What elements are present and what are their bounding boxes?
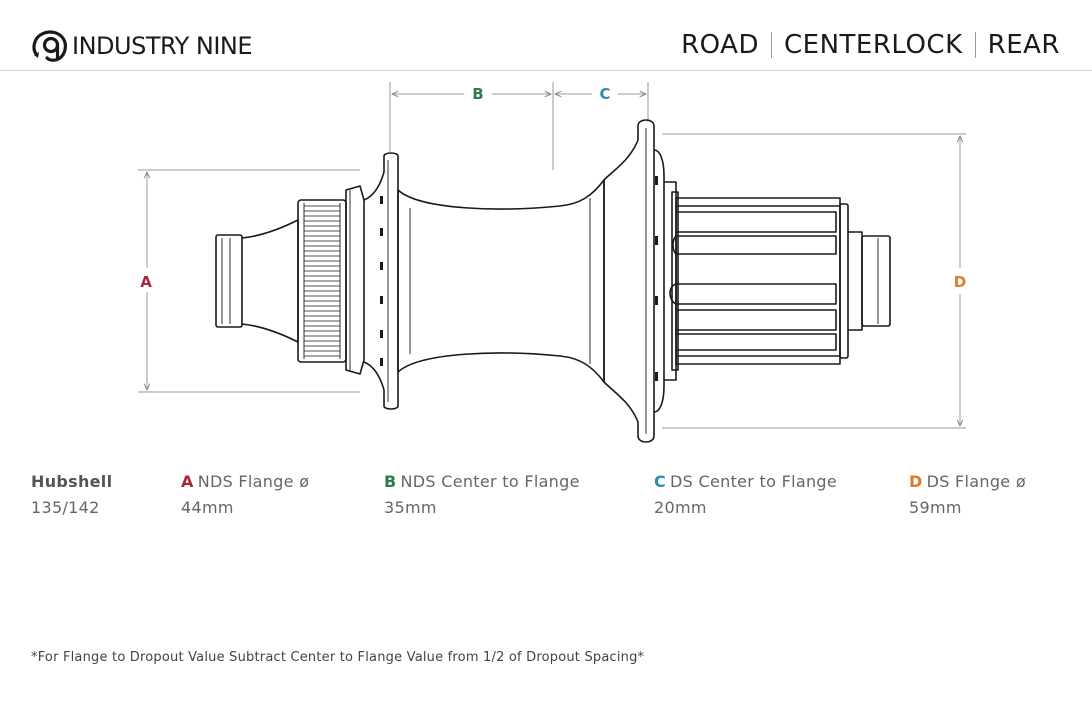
spec-a-label: NDS Flange ø (197, 472, 310, 491)
spec-hubshell: Hubshell 135/142 (31, 472, 112, 517)
spec-a-letter: A (181, 472, 194, 491)
spec-c-letter: C (654, 472, 667, 491)
freehub-spline-3 (669, 283, 837, 305)
breadcrumb-rear[interactable]: REAR (987, 30, 1060, 60)
ds-end-cap (861, 235, 891, 327)
footnote: *For Flange to Dropout Value Subtract Ce… (31, 650, 645, 665)
nds-lockring-seat (345, 185, 365, 375)
freehub-interface (664, 181, 677, 381)
hub-dimension-diagram: A B C D (138, 82, 966, 443)
freehub-ring (671, 191, 679, 371)
dim-label-a: A (140, 273, 152, 291)
ds-bearing (848, 231, 863, 331)
spec-d-letter: D (909, 472, 923, 491)
spec-b-letter: B (384, 472, 397, 491)
freehub-body (675, 197, 841, 365)
dim-label-d: D (954, 273, 966, 291)
spec-hubshell-value: 135/142 (31, 498, 100, 517)
spec-b-label: NDS Center to Flange (400, 472, 580, 491)
industry-nine-logo-icon (32, 30, 67, 62)
ds-flange-edge (653, 149, 665, 413)
ds-flange (603, 119, 655, 443)
spec-c-label: DS Center to Flange (670, 472, 837, 491)
ds-spoke-holes (655, 176, 658, 381)
spec-d-value: 59mm (909, 498, 962, 517)
freehub-spline-4 (676, 309, 837, 331)
breadcrumb: ROAD CENTERLOCK REAR (681, 30, 1060, 60)
hub-drawing (215, 119, 891, 443)
spec-b-value: 35mm (384, 498, 437, 517)
nds-end-cap (215, 234, 243, 328)
spec-a-value: 44mm (181, 498, 234, 517)
page-header: INDUSTRY NINE ROAD CENTERLOCK REAR (0, 0, 1092, 71)
freehub-spline-2 (672, 235, 837, 255)
spec-c-value: 20mm (654, 498, 707, 517)
centerlock-spline-lines (304, 205, 340, 357)
breadcrumb-divider (974, 32, 976, 58)
brand-logo[interactable]: INDUSTRY NINE (30, 28, 253, 64)
freehub-spline-1 (676, 211, 837, 233)
dim-label-c: C (599, 85, 610, 103)
brand-name: INDUSTRY NINE (72, 32, 253, 60)
ds-lockring (839, 203, 849, 359)
breadcrumb-centerlock[interactable]: CENTERLOCK (784, 30, 963, 60)
spec-d-label: DS Flange ø (926, 472, 1026, 491)
spec-hubshell-label: Hubshell (31, 472, 113, 491)
dim-label-b: B (472, 85, 483, 103)
nds-axle-taper (241, 219, 299, 343)
nds-flange (363, 152, 399, 410)
breadcrumb-road[interactable]: ROAD (681, 30, 759, 60)
dimension-lines (138, 82, 966, 429)
nds-spoke-holes (380, 196, 383, 366)
freehub-spline-5 (676, 333, 837, 351)
breadcrumb-divider (771, 32, 772, 58)
hub-shell-body (397, 179, 605, 383)
